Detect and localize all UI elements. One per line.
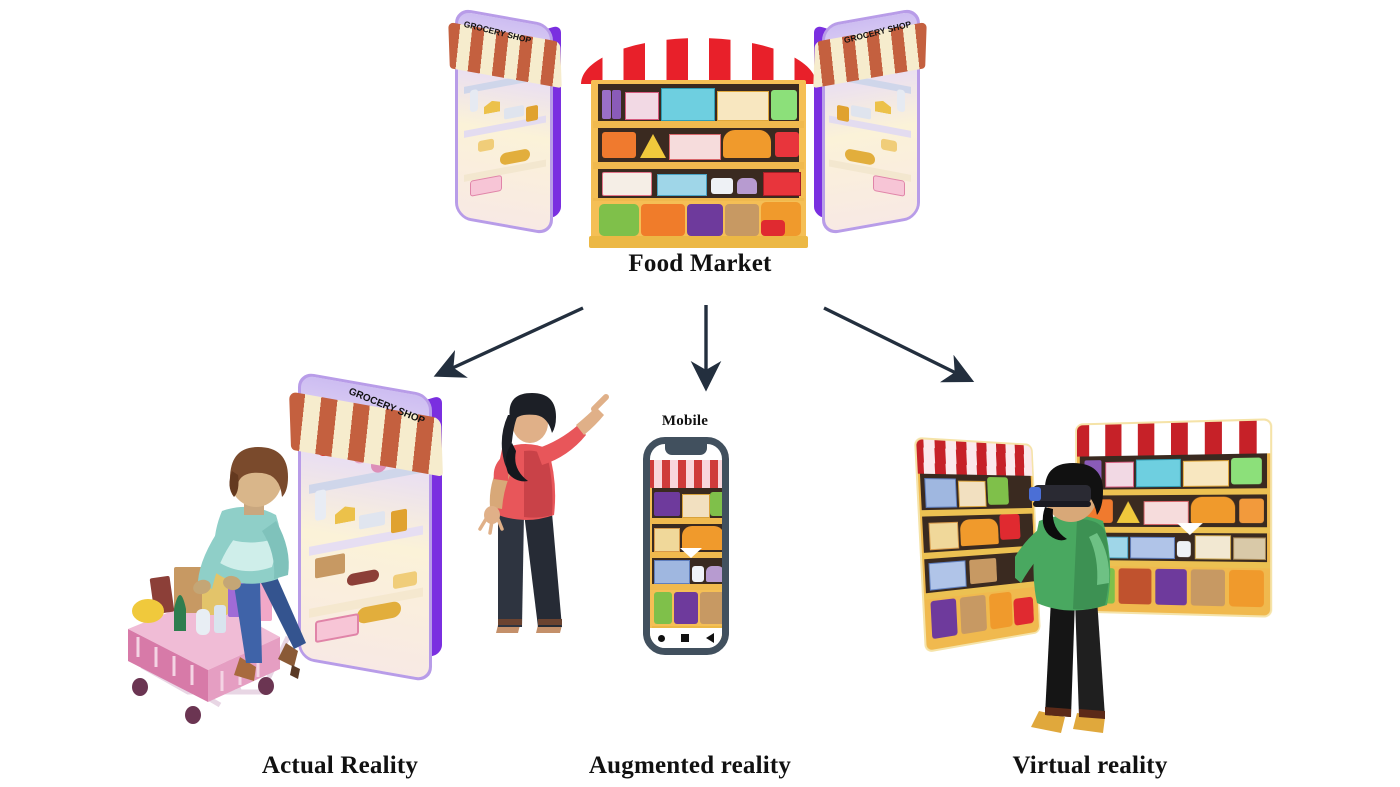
- goods-bread: [723, 130, 771, 158]
- virtual-reality-scene: [905, 415, 1271, 735]
- shelf-plank: [650, 584, 722, 590]
- augmented-user-figure: [478, 393, 609, 633]
- goods-box: [654, 492, 680, 516]
- shelf-plank: [650, 518, 722, 524]
- goods-cheese: [875, 99, 891, 114]
- node-label-virtual-reality: Virtual reality: [1012, 752, 1168, 779]
- goods-item: [706, 566, 722, 582]
- nav-home-square-icon[interactable]: [681, 634, 690, 642]
- goods-pack: [928, 560, 967, 591]
- goods-jars: [654, 528, 680, 552]
- goods-tray: [881, 138, 897, 153]
- actual-reality-scene: GROCERY SHOP: [110, 371, 470, 735]
- goods-box: [682, 494, 710, 518]
- shelf-plank: [593, 121, 804, 128]
- root-market-stall: [581, 38, 816, 248]
- goods-eggbox: [851, 104, 871, 120]
- goods-bottle: [710, 492, 722, 516]
- node-label-augmented-reality: Augmented reality: [588, 752, 792, 779]
- root-left-phone: GROCERY SHOP: [448, 7, 565, 236]
- goods-tray: [478, 138, 494, 153]
- goods-pack: [924, 478, 958, 508]
- produce-pumpkin: [988, 591, 1013, 630]
- produce-eggplant: [687, 204, 723, 236]
- goods-bottle: [602, 132, 636, 158]
- goods-eggbox: [504, 104, 524, 120]
- device-label-mobile: Mobile: [661, 413, 709, 429]
- goods-pack: [1233, 537, 1266, 561]
- phone-nav-bar[interactable]: [650, 628, 722, 648]
- arrow-to-actual: [433, 306, 584, 378]
- goods-cheese: [484, 99, 500, 114]
- awning: [650, 460, 722, 488]
- node-label-actual-reality: Actual Reality: [261, 752, 419, 779]
- goods-pack: [657, 174, 707, 196]
- goods-milk: [897, 88, 905, 113]
- phone-screen-content: [650, 460, 722, 640]
- goods-box: [625, 92, 659, 120]
- augmented-phone[interactable]: [643, 437, 729, 655]
- produce-potato: [959, 594, 988, 635]
- goods-pack: [654, 560, 690, 584]
- nav-back-circle-icon[interactable]: [658, 634, 666, 642]
- shelf-plank: [593, 162, 804, 169]
- arrow-to-virtual: [823, 306, 975, 383]
- goods-box: [969, 557, 998, 585]
- goods-jar: [526, 104, 538, 123]
- goods-item: [737, 178, 757, 194]
- virtual-user-figure: [1015, 463, 1111, 733]
- shopper-figure: [193, 447, 306, 681]
- goods-jar: [837, 104, 849, 123]
- goods-milk: [470, 88, 478, 113]
- goods-box: [717, 91, 769, 121]
- root-right-phone: GROCERY SHOP: [810, 7, 927, 236]
- produce-cabbage: [599, 204, 639, 236]
- goods-tomato-pack: [775, 132, 799, 157]
- produce-eggplant: [674, 592, 698, 624]
- goods-jars: [669, 134, 721, 160]
- augmented-reality-scene: Mobile: [460, 385, 790, 685]
- goods-yogurt: [602, 172, 652, 196]
- goods-bottle: [602, 90, 611, 119]
- goods-bottle: [692, 566, 704, 582]
- goods-bottle: [986, 476, 1010, 505]
- goods-fruit: [1239, 498, 1264, 524]
- produce-potato: [725, 204, 759, 236]
- produce-potato: [700, 592, 722, 624]
- goods-bottle: [771, 90, 797, 120]
- goods-bread: [682, 526, 722, 550]
- produce-eggplant: [930, 598, 958, 640]
- goods-bread: [959, 518, 999, 547]
- produce-pumpkin: [1229, 569, 1264, 608]
- goods-pack: [763, 172, 801, 196]
- produce-pepper: [761, 220, 785, 236]
- page-title: Food Market: [628, 250, 772, 277]
- produce-carrots: [641, 204, 685, 236]
- goods-bottle: [1231, 457, 1262, 485]
- goods-bottle: [711, 178, 733, 194]
- goods-jars: [928, 521, 960, 551]
- shelf-plank: [650, 552, 722, 558]
- phone-notch: [665, 444, 707, 455]
- awning: [1076, 420, 1271, 457]
- price-tag: [680, 548, 702, 558]
- nav-recents-triangle-icon[interactable]: [705, 633, 714, 643]
- goods-box: [957, 480, 987, 508]
- goods-bottle: [612, 90, 621, 119]
- actual-shopper-and-cart: [128, 447, 306, 724]
- awning: [581, 38, 816, 84]
- produce-greens: [654, 592, 672, 624]
- root-node-food-market: GROCERY SHOP: [448, 7, 945, 288]
- goods-juice-box: [661, 88, 715, 121]
- stall-base: [589, 236, 808, 248]
